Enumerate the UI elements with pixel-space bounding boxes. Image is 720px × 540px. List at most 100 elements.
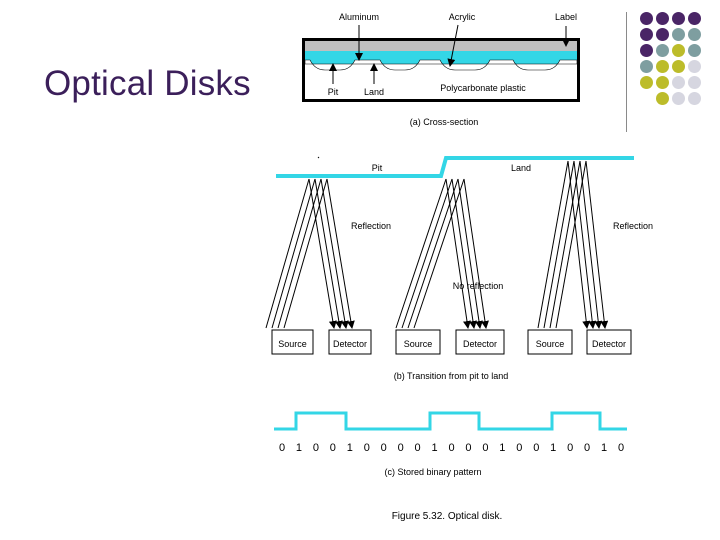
- slide-title: Optical Disks: [44, 64, 251, 103]
- decor-dot: [656, 76, 669, 89]
- binary-bit: 0: [448, 442, 454, 454]
- decor-dot: [640, 44, 653, 57]
- light-ray: [463, 178, 489, 329]
- decor-dot: [688, 92, 701, 105]
- light-ray: [457, 178, 483, 329]
- binary-bit: 1: [550, 442, 556, 454]
- decor-dot: [672, 92, 685, 105]
- decor-dot: [672, 44, 685, 57]
- decor-dot: [688, 12, 701, 25]
- detector-label: Detector: [592, 339, 626, 349]
- transition-pit-label: Pit: [372, 163, 383, 173]
- binary-bit: 0: [398, 442, 404, 454]
- light-ray: [395, 178, 447, 329]
- reflection-left-label: Reflection: [351, 221, 391, 231]
- decor-dot: [640, 12, 653, 25]
- light-ray: [537, 160, 569, 329]
- decor-dot: [688, 28, 701, 41]
- speck: [317, 156, 320, 159]
- source-box: [271, 329, 314, 355]
- binary-waveform: [274, 411, 627, 431]
- light-ray: [407, 178, 459, 329]
- binary-bit: 0: [381, 442, 387, 454]
- light-ray: [549, 160, 581, 329]
- detector-box: [328, 329, 372, 355]
- label-layer: [305, 41, 577, 51]
- decor-dot: [672, 60, 685, 73]
- binary-bit: 1: [296, 442, 302, 454]
- light-ray: [265, 178, 310, 329]
- light-ray: [401, 178, 453, 329]
- decor-dot: [656, 60, 669, 73]
- binary-bit: 0: [415, 442, 421, 454]
- source-label: Source: [536, 339, 565, 349]
- light-ray: [320, 178, 349, 329]
- binary-bit: 0: [279, 442, 285, 454]
- acrylic-arrow: [447, 24, 459, 67]
- light-ray: [451, 178, 477, 329]
- acrylic-layer: [304, 59, 578, 71]
- light-ray: [308, 178, 337, 329]
- light-ray: [413, 178, 465, 329]
- reflection-right-label: Reflection: [613, 221, 653, 231]
- binary-bit: 0: [567, 442, 573, 454]
- source-box: [395, 329, 441, 355]
- light-rays: [265, 160, 609, 329]
- polycarbonate-label: Polycarbonate plastic: [440, 83, 526, 93]
- light-ray: [573, 160, 597, 329]
- decor-dot: [688, 60, 701, 73]
- decor-divider-line: [626, 12, 627, 132]
- binary-bit: 0: [364, 442, 370, 454]
- binary-bit: 1: [431, 442, 437, 454]
- decor-dot: [656, 28, 669, 41]
- binary-bit: 0: [465, 442, 471, 454]
- light-ray: [567, 160, 591, 329]
- source-label: Source: [404, 339, 433, 349]
- light-ray: [314, 178, 343, 329]
- light-ray: [326, 178, 355, 329]
- light-ray: [277, 178, 322, 329]
- label-layer-label: Label: [555, 12, 577, 22]
- binary-bit: 0: [618, 442, 624, 454]
- cross-section-caption: (a) Cross-section: [410, 117, 479, 127]
- binary-bit: 0: [533, 442, 539, 454]
- binary-bit: 0: [516, 442, 522, 454]
- source-box: [527, 329, 573, 355]
- decor-dot: [640, 76, 653, 89]
- binary-bit: 1: [347, 442, 353, 454]
- decor-dot: [656, 12, 669, 25]
- binary-bit: 0: [584, 442, 590, 454]
- light-ray: [555, 160, 587, 329]
- detector-label: Detector: [463, 339, 497, 349]
- decor-dot: [688, 76, 701, 89]
- aluminum-layer: [305, 51, 577, 70]
- transition-land-label: Land: [511, 163, 531, 173]
- detector-box: [586, 329, 632, 355]
- transition-caption: (b) Transition from pit to land: [394, 371, 509, 381]
- binary-bit: 0: [330, 442, 336, 454]
- binary-bit: 1: [601, 442, 607, 454]
- transition-diagram: Pit Land Reflection Reflection No reflec…: [265, 156, 653, 381]
- figure-caption: Figure 5.32. Optical disk.: [392, 511, 503, 522]
- decor-dot: [656, 92, 669, 105]
- light-ray: [585, 160, 609, 329]
- decor-dot: [640, 60, 653, 73]
- pit-label: Pit: [328, 87, 339, 97]
- no-reflection-label: No reflection: [453, 281, 504, 291]
- decor-dot: [640, 28, 653, 41]
- binary-caption: (c) Stored binary pattern: [384, 467, 481, 477]
- surface-profile: [276, 156, 634, 178]
- detector-box: [455, 329, 505, 355]
- light-ray: [543, 160, 575, 329]
- light-ray: [579, 160, 603, 329]
- light-ray: [283, 178, 328, 329]
- decor-dot: [672, 12, 685, 25]
- binary-bit: 0: [482, 442, 488, 454]
- decor-dot: [656, 44, 669, 57]
- decor-dot: [688, 44, 701, 57]
- cross-section-diagram: Aluminum Acrylic Label Pit Land Polycarb…: [302, 12, 580, 127]
